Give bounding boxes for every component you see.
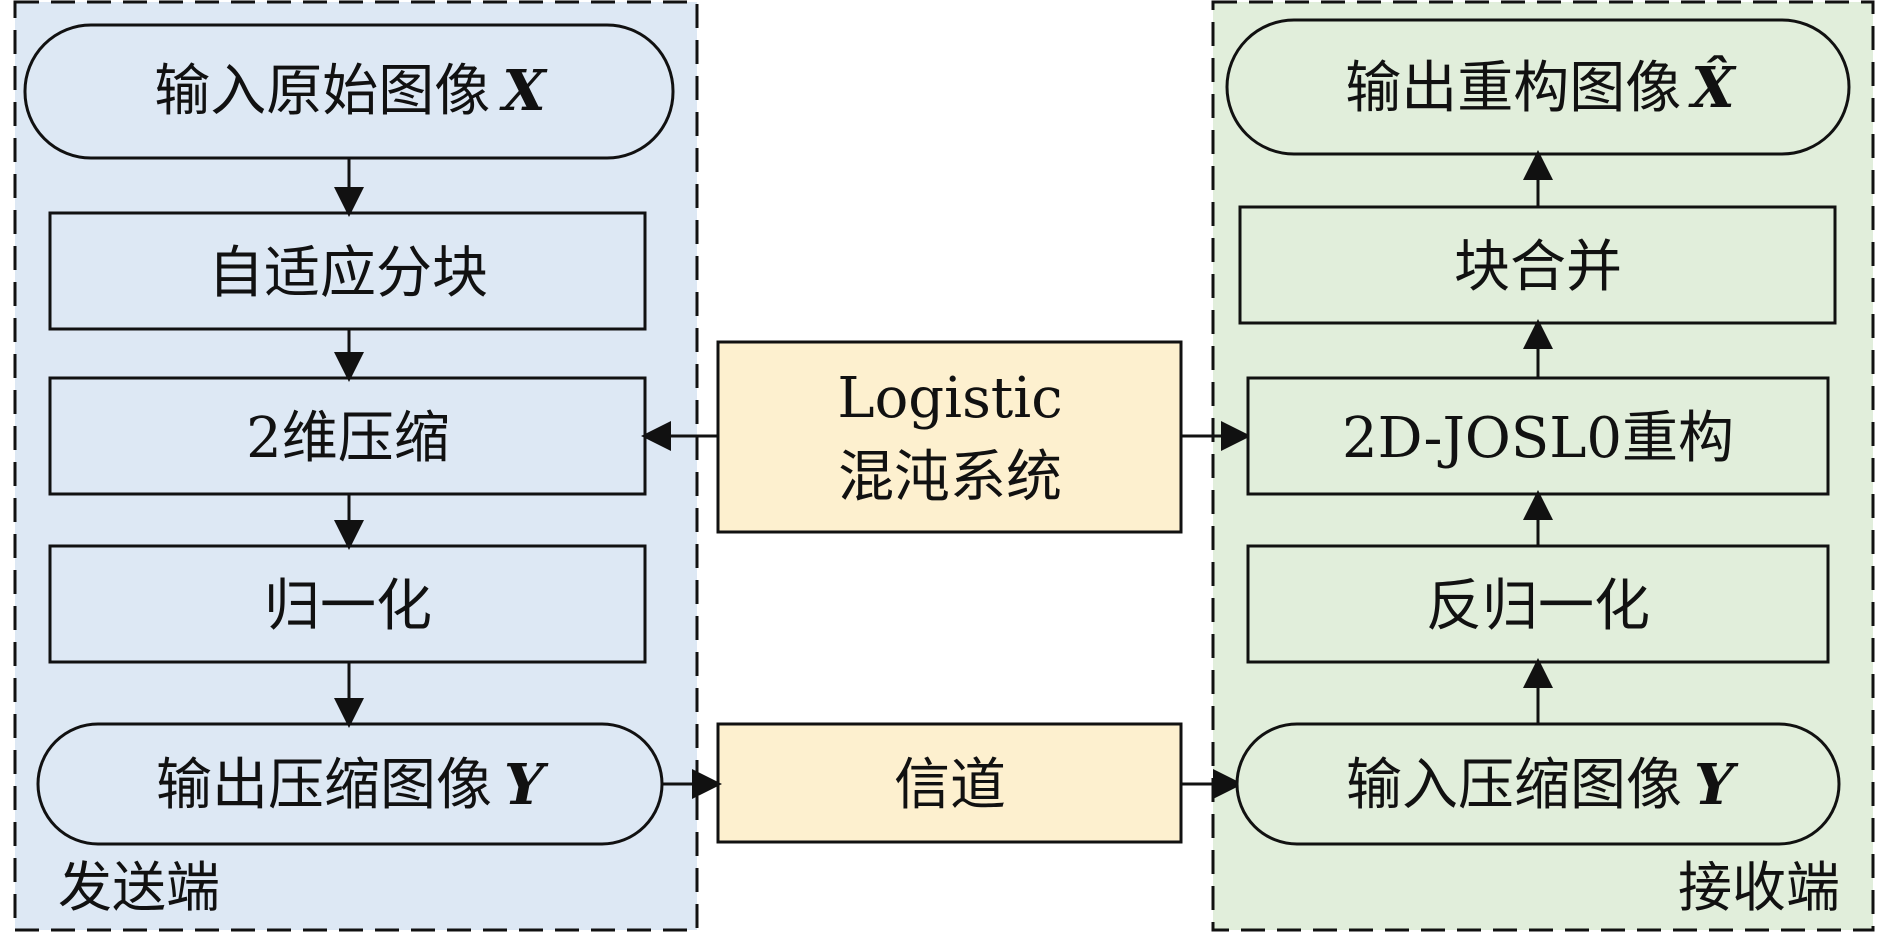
sender-output-image-symbol: Y [504,752,549,818]
denormalize-label: 反归一化 [1426,574,1650,639]
compression-2d-node [48,376,647,496]
block-merge-label: 块合并 [1454,235,1622,300]
reconstruct-node [1246,376,1830,496]
logistic-node [716,340,1183,534]
block-merge-node [1238,205,1837,325]
normalize-node [48,544,647,664]
receiver-input-image-text: 输入压缩图像 [1346,753,1682,818]
denormalize-node [1246,544,1830,664]
receiver-region-label: 接收端 [1678,856,1840,919]
compression-2d-label: 2维压缩 [246,406,450,471]
adaptive-block-node [48,211,647,331]
normalize-label: 归一化 [264,574,432,639]
sender-region-label: 发送端 [58,856,220,919]
sender-input-image-symbol: X [499,58,548,124]
channel-label: 信道 [894,753,1006,818]
receiver-output-image-symbol: X̂ [1688,54,1737,121]
adaptive-block-label: 自适应分块 [208,241,488,306]
receiver-output-image-text: 输出重构图像 [1345,56,1681,121]
sender-output-image-text: 输出压缩图像 [156,753,492,818]
reconstruct-label: 2D-JOSL0重构 [1342,406,1734,471]
logistic-line2: 混沌系统 [838,445,1062,510]
receiver-input-image-symbol: Y [1694,752,1739,818]
logistic-line1: Logistic [837,366,1062,431]
sender-input-image-text: 输入原始图像 [154,59,490,124]
